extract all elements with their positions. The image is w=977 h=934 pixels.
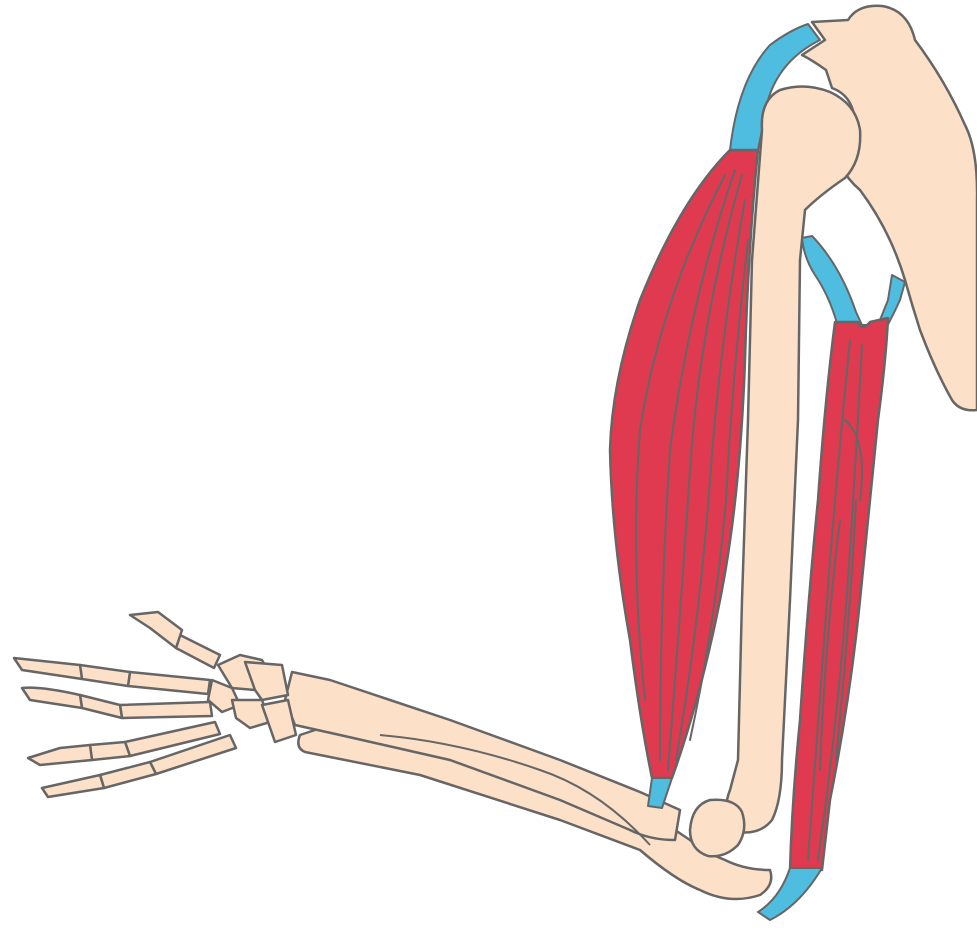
carpals [208, 655, 296, 742]
biceps [610, 150, 758, 778]
elbow-condyle [690, 800, 744, 857]
scapula [802, 6, 977, 411]
triceps [790, 318, 888, 870]
triceps-upper-tendon [802, 236, 905, 335]
